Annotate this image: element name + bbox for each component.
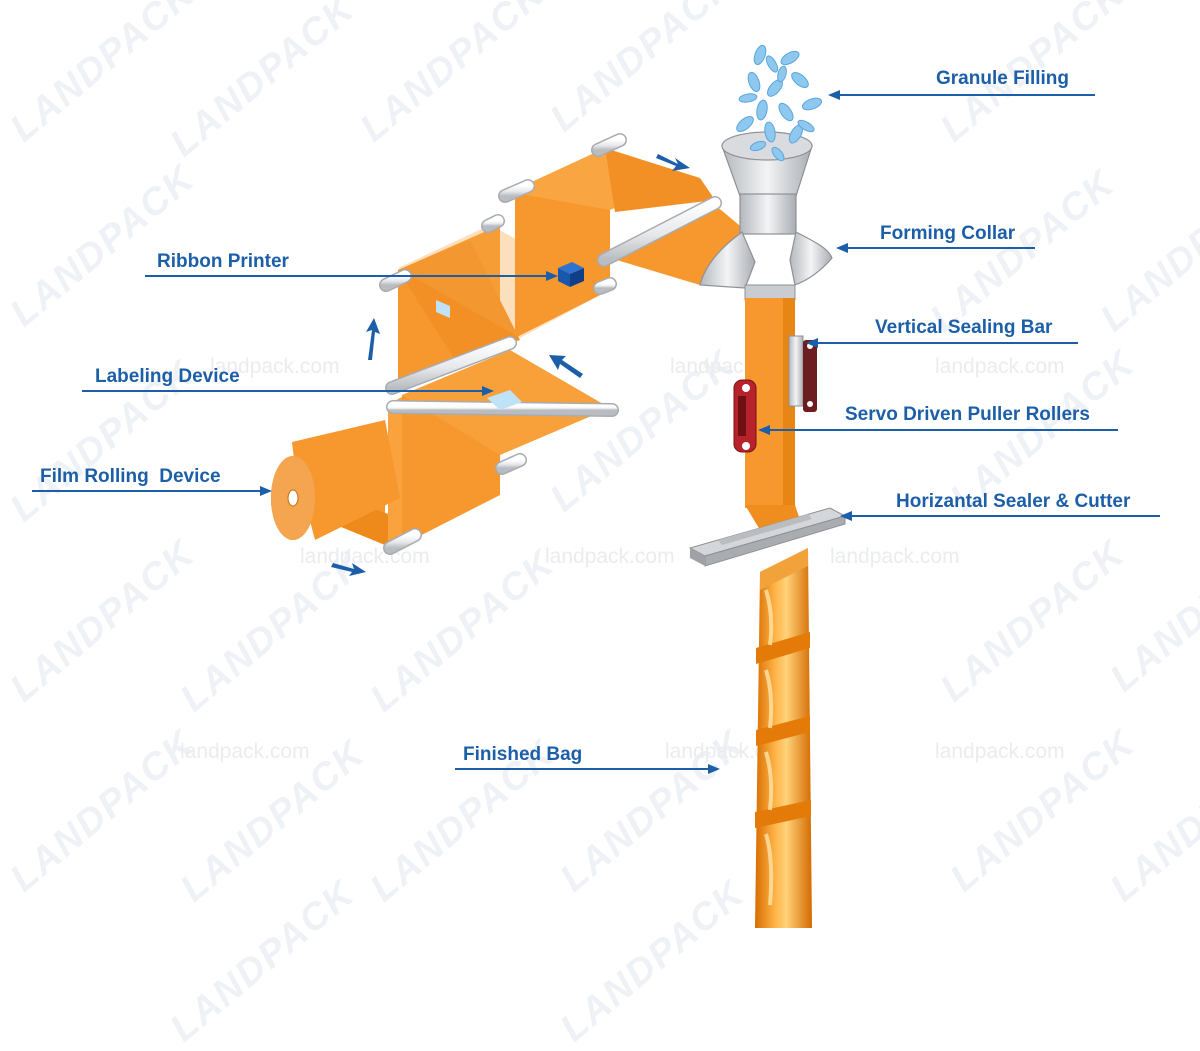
film-panel: [388, 395, 405, 548]
site-watermark: landpack.com: [210, 355, 340, 378]
label-labeling-device: Labeling Device: [95, 366, 240, 387]
label-vertical-sealing-bar: Vertical Sealing Bar: [875, 317, 1053, 338]
finished-bag-strip: [755, 548, 812, 928]
roller: [591, 133, 627, 157]
site-watermark: landpack.com: [180, 740, 310, 763]
label-sticker: [487, 390, 522, 410]
label-granule-filling: Granule Filling: [936, 68, 1070, 89]
granule: [753, 44, 767, 66]
film-roll: [271, 420, 400, 540]
film-panel: [398, 240, 520, 360]
site-watermark: landpack.com: [935, 740, 1065, 763]
film-panel: [605, 148, 715, 212]
granule: [801, 97, 823, 111]
granule: [771, 146, 785, 162]
site-watermark: landpack.com: [830, 545, 960, 568]
site-watermark: landpack.com: [545, 545, 675, 568]
roller: [481, 214, 505, 233]
granule: [749, 140, 767, 152]
roller: [597, 196, 722, 267]
forming-collar: [699, 131, 833, 301]
label-ribbon-printer: Ribbon Printer: [157, 251, 289, 272]
granule: [765, 55, 779, 73]
callout-lines: [32, 90, 1160, 774]
granule: [777, 65, 787, 83]
roller: [495, 453, 527, 475]
direction-arrow: [331, 563, 366, 576]
roller: [385, 336, 517, 395]
granule: [778, 102, 794, 122]
packaging-machine-diagram: [32, 44, 1160, 928]
ribbon-printer-cube: [558, 262, 584, 287]
direction-arrow: [656, 154, 690, 171]
granule: [756, 99, 768, 121]
vertical-sealing-bar: [788, 335, 817, 412]
granule: [736, 116, 754, 132]
site-watermark: landpack.com: [935, 355, 1065, 378]
granule: [780, 50, 800, 66]
granule: [747, 71, 761, 93]
roller: [593, 277, 617, 295]
granules: [736, 44, 823, 162]
label-finished-bag: Finished Bag: [463, 744, 583, 765]
granule: [797, 119, 815, 133]
label-forming-collar: Forming Collar: [880, 223, 1016, 244]
roller: [498, 179, 535, 203]
roller: [379, 269, 412, 292]
direction-arrow: [366, 318, 380, 360]
label-horizontal-sealer-cutter: Horizantal Sealer & Cutter: [896, 491, 1131, 512]
label-servo-puller-rollers: Servo Driven Puller Rollers: [845, 404, 1090, 425]
granule: [764, 121, 776, 143]
servo-puller-rollers: [733, 379, 757, 453]
film-direction-arrows: [331, 154, 690, 576]
label-sticker: [436, 300, 450, 318]
rollers: [379, 133, 722, 555]
label-film-rolling-device: Film Rolling Device: [40, 466, 221, 487]
direction-arrow: [549, 355, 583, 378]
roller: [383, 528, 422, 555]
granule: [791, 72, 809, 88]
granule: [738, 93, 758, 103]
film-web: [292, 148, 745, 548]
horizontal-sealer: [688, 507, 847, 567]
